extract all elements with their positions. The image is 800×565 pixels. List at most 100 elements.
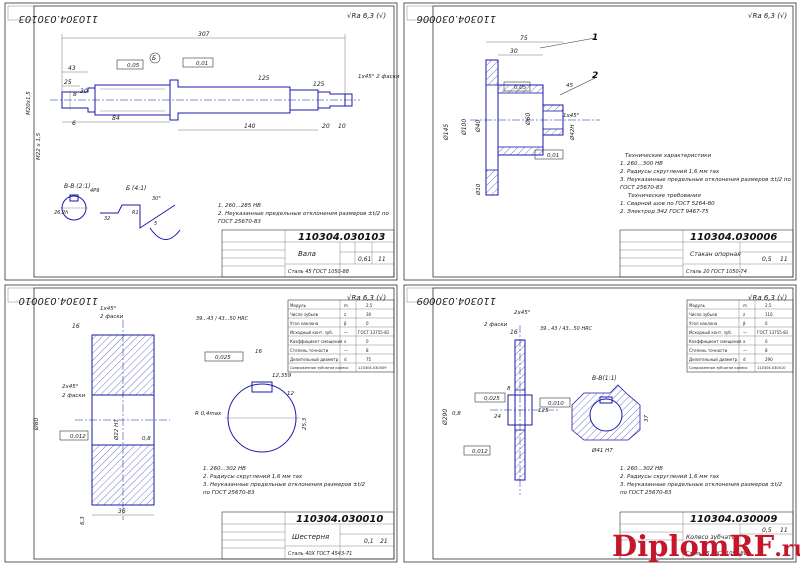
dim-12g: 12	[287, 391, 294, 397]
chamfer-3: 2х45°	[62, 384, 79, 390]
gear-hub-view: R 0,4max 12,359 12 16 25,3	[195, 349, 308, 453]
wnote-1: 2. Радиусы скруглений 1,6 мм тах	[620, 474, 720, 480]
material-gear: Сталь 40Х ГОСТ 4543-71	[288, 551, 352, 557]
roughness-shaft: √Ra 6,3 (√)	[347, 12, 386, 20]
shaft-notes: 1. 260...285 НВ 2. Неуказанные предельны…	[218, 203, 390, 225]
wdim-24: 24	[494, 414, 501, 420]
gtable-r2-sym: β	[344, 321, 347, 326]
dim-290: Ø290	[442, 409, 449, 426]
dim-total-length: 307	[198, 31, 210, 38]
gtable-r0-sym: m	[344, 303, 348, 308]
dim-42: Ø42H	[569, 125, 576, 141]
gnote-3: по ГОСТ 25670-83	[203, 490, 255, 496]
shaft-dimensions: 307 43 25 6 84 140 20 10 125 125 8 30 1х…	[26, 31, 400, 160]
dim-25g: 25,3	[302, 417, 308, 430]
title-block-wheel: 110304.030009 Колесо зубчатое 0,5 11 Ста…	[619, 511, 794, 560]
wtol-2: 0,012	[472, 449, 488, 455]
wtol-1: 0,025	[484, 396, 500, 402]
sheets-gear: 21	[380, 538, 388, 545]
wtable-r3-label: Исходный конт. зуб.	[689, 330, 732, 335]
wtable-r6-val: 290	[765, 357, 773, 362]
part-title-wheel: Колесо зубчатое	[686, 534, 739, 541]
material-shaft: Сталь 45 ГОСТ 1050-88	[288, 269, 349, 275]
tol-gear-2: 0,012	[70, 434, 86, 440]
fnote-0: Технические характеристики	[625, 153, 711, 159]
chamfer-4: 2 фаски	[62, 393, 86, 399]
title-block-flange: 110304.030006 Стакан опорная 0,5 11 Стал…	[619, 229, 794, 278]
gtable-r7-val: 110304.030009	[358, 366, 387, 370]
dim-16b: 16	[255, 349, 262, 355]
gtable-r2-label: Угол наклона	[290, 321, 319, 326]
roughness-gear: √Ra 6,3 (√)	[347, 294, 386, 302]
gtable-r1-sym: z	[344, 312, 346, 317]
gtable-r0-label: Модуль	[290, 303, 307, 308]
top-code-flange: 110304.030006	[416, 13, 496, 24]
wheel-section	[490, 325, 560, 495]
total-shaft: 11	[378, 256, 386, 263]
wchamfer-2: 2 фаски	[484, 322, 508, 328]
part-title-flange: Стакан опорная	[690, 251, 741, 258]
fnote-3: 3. Неуказанные предельные отклонения раз…	[620, 177, 792, 183]
tol-gear-1: 0,025	[215, 355, 231, 361]
chamfer-1: 1х45°	[100, 306, 117, 312]
wdim-125: 125	[538, 408, 549, 414]
part-title-shaft: Вала	[298, 250, 316, 258]
wtol-3: 0,010	[548, 401, 564, 407]
top-code-gear: 110304.030010	[18, 295, 98, 306]
watermark-ru: .ru	[774, 536, 800, 562]
gtable-r4-sym: x	[344, 339, 347, 344]
dim-16w: 16	[510, 329, 518, 336]
gtable-r1-label: Число зубьев	[290, 312, 319, 317]
wtable-r1-label: Число зубьев	[689, 312, 718, 317]
gear-notes: 1. 260...302 НВ 2. Радиусы скруглений 1,…	[203, 466, 366, 496]
wheel-notes: 1. 260...302 НВ 2. Радиусы скруглений 1,…	[620, 466, 783, 496]
shaft-profile	[50, 79, 360, 121]
thread-m22: М22 х 1,5	[36, 132, 42, 160]
dim-10: 10	[338, 123, 346, 130]
scale-shaft: 0,61	[358, 256, 371, 263]
wdim-8: 8	[507, 386, 511, 392]
wtable-r2-sym: β	[743, 321, 746, 326]
wtable-r1-sym: z	[743, 312, 745, 317]
gtable-r6-val: 75	[366, 357, 372, 362]
gtable-r6-sym: d	[344, 357, 347, 362]
fnote-5: Технические требования	[628, 193, 701, 199]
wnote-0: 1. 260...302 НВ	[620, 466, 663, 472]
title-block-shaft: 110304.030103 Вала 0,61 11 Сталь 45 ГОСТ…	[221, 229, 395, 278]
gtable-r5-label: Степень точности	[290, 348, 329, 353]
svg-text:DiplomRF.ru: DiplomRF.ru	[612, 529, 800, 563]
wheel-hub-view: В-В(1:1) Ø41 Н7 37	[571, 375, 650, 454]
gtable-r1-val: 30	[366, 312, 372, 317]
gtable-r3-val: ГОСТ 13755-81	[358, 330, 390, 335]
wtable-r4-sym: x	[743, 339, 746, 344]
thread-m20: М20х1,5	[26, 91, 32, 115]
gnote-2: 3. Неуказанные предельные отклонения раз…	[203, 482, 366, 488]
ref-1: 1	[592, 33, 598, 43]
roughness-wheel: √Ra 6,3 (√)	[748, 294, 787, 302]
dim-43: 43	[68, 65, 76, 72]
ref-2: 2	[592, 71, 598, 81]
note-1: 1. 260...285 НВ	[218, 203, 261, 209]
tol-flange: 0,05	[514, 85, 527, 91]
wtable-r6-sym: d	[743, 357, 746, 362]
wtable-r4-val: 0	[765, 339, 768, 344]
note-2: 2. Неуказанные предельные отклонения раз…	[218, 211, 390, 217]
dim-84: 84	[112, 115, 120, 122]
dim-145: Ø145	[443, 124, 450, 141]
chamfer-note: 1х45° 2 фаски	[358, 74, 400, 80]
section-bb-label: В-В (2:1)	[64, 183, 91, 190]
section-b-label: Б (4:1)	[126, 185, 146, 192]
dim-125: 125	[258, 75, 270, 82]
dim-75: 75	[520, 35, 528, 42]
gtable-r3-sym: —	[344, 330, 348, 335]
wheel-dimensions: Ø290 16 2х45° 2 фаски 0,8 24 8 125 39...…	[442, 310, 593, 456]
dim-6: 6	[72, 120, 76, 127]
section-4p9: 4Р9	[90, 188, 99, 194]
gear-section	[75, 320, 170, 520]
dim-45: 45	[566, 83, 573, 89]
wtable-r2-label: Угол наклона	[689, 321, 718, 326]
wtable-r7-label: Сопряженное зубчатое колесо	[689, 366, 747, 370]
dim-8: 8	[73, 91, 77, 98]
wtable-r0-sym: m	[743, 303, 747, 308]
